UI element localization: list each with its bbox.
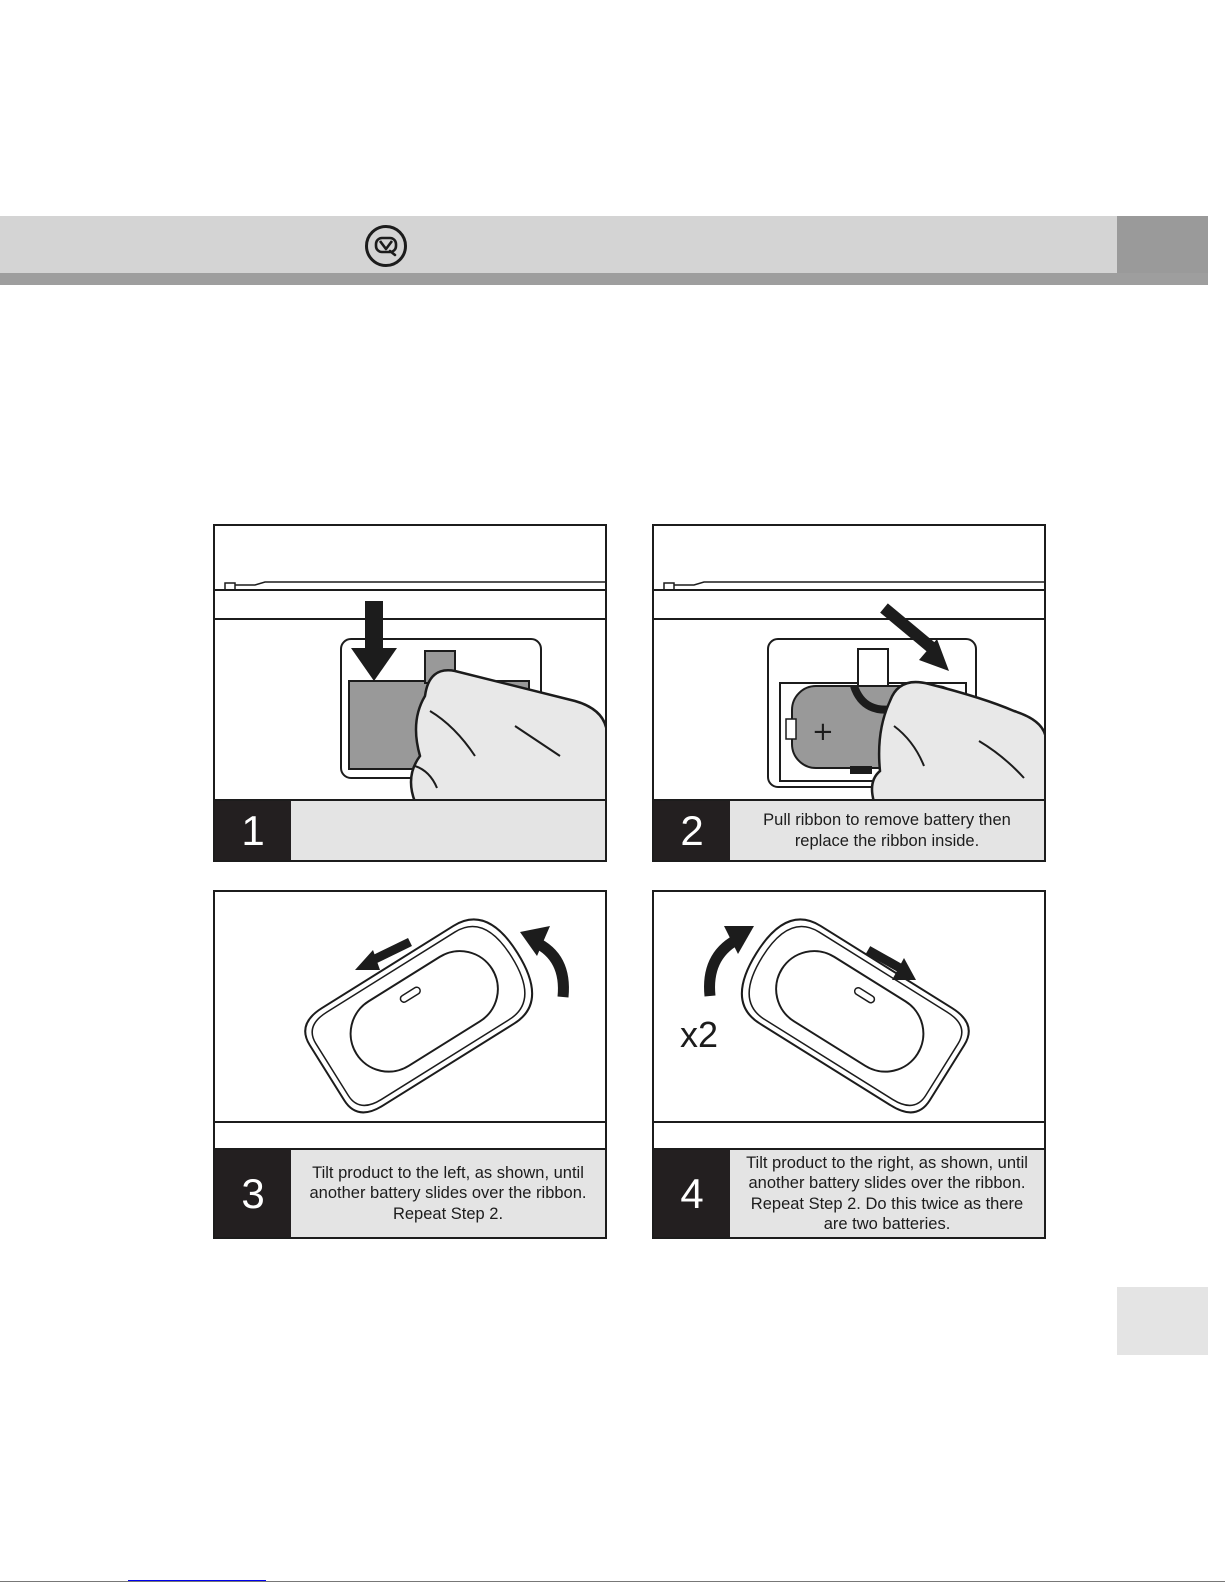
step-3-caption: 3 Tilt product to the left, as shown, un… bbox=[215, 1148, 605, 1237]
step-text: Tilt product to the left, as shown, unti… bbox=[291, 1150, 605, 1237]
step-number: 1 bbox=[215, 801, 291, 860]
step-text: Tilt product to the right, as shown, unt… bbox=[730, 1150, 1044, 1237]
step-1-caption: 1 bbox=[215, 799, 605, 860]
footer-rule bbox=[0, 1581, 1225, 1582]
step-2-caption: 2 Pull ribbon to remove battery then rep… bbox=[654, 799, 1044, 860]
header-divider bbox=[0, 273, 1208, 285]
page-side-tab bbox=[1117, 1287, 1208, 1355]
svg-text:+: + bbox=[812, 717, 834, 747]
repeat-count-label: x2 bbox=[680, 1014, 718, 1055]
battery-cover-press-illustration bbox=[215, 581, 605, 802]
header-band bbox=[0, 216, 1117, 273]
step-4-panel: x2 4 Tilt product to the right, as shown… bbox=[652, 890, 1046, 1239]
tilt-left-illustration bbox=[215, 918, 605, 1123]
step-3-panel: 3 Tilt product to the left, as shown, un… bbox=[213, 890, 607, 1239]
step-number: 4 bbox=[654, 1150, 730, 1237]
speech-bubble-logo-icon bbox=[365, 225, 407, 267]
step-text: Pull ribbon to remove battery then repla… bbox=[730, 801, 1044, 860]
step-text bbox=[291, 801, 605, 860]
step-number: 2 bbox=[654, 801, 730, 860]
tilt-right-illustration: x2 bbox=[654, 918, 1044, 1123]
header-tab bbox=[1117, 216, 1208, 273]
step-1-panel: 1 bbox=[213, 524, 607, 862]
pull-ribbon-illustration: + bbox=[654, 581, 1044, 802]
step-2-panel: + 2 Pull ribbon to remove battery then r… bbox=[652, 524, 1046, 862]
step-number: 3 bbox=[215, 1150, 291, 1237]
footer-link-underline[interactable] bbox=[128, 1580, 266, 1581]
step-4-caption: 4 Tilt product to the right, as shown, u… bbox=[654, 1148, 1044, 1237]
